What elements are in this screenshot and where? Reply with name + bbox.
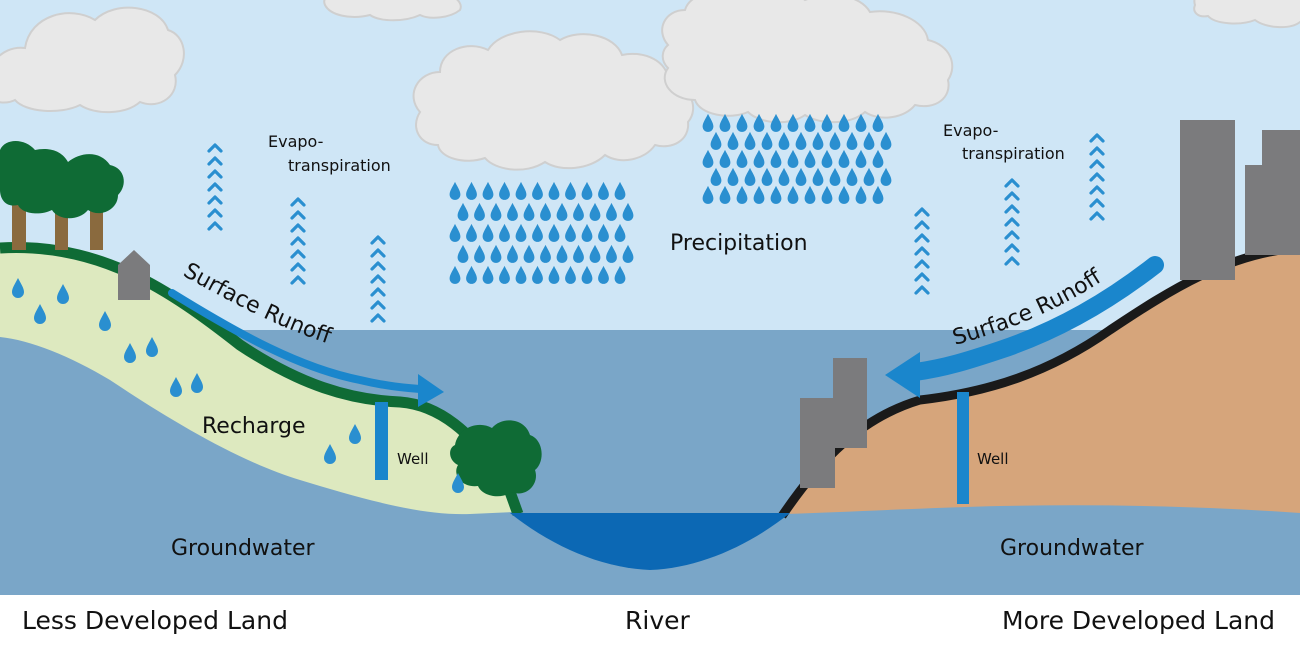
groundwater-label-left: Groundwater (171, 536, 316, 561)
arrow-right-icon (168, 289, 444, 407)
cloud-icon (1193, 0, 1300, 28)
tree-icon (0, 141, 124, 250)
more-developed-land-label: More Developed Land (1002, 606, 1275, 635)
building-icon (1180, 120, 1300, 280)
well-right (957, 392, 969, 504)
well-label-left: Well (397, 450, 429, 468)
tree-icon (450, 420, 542, 497)
well-label-right: Well (977, 450, 1009, 468)
building-icon (800, 358, 867, 488)
well-left (375, 402, 388, 480)
grass-band (0, 241, 524, 516)
house-icon (118, 250, 150, 300)
cloud-icon (661, 0, 954, 124)
cloud-icon (0, 6, 185, 114)
recharge-label: Recharge (202, 414, 306, 439)
groundwater-label-right: Groundwater (1000, 536, 1145, 561)
footer-strip (0, 595, 1300, 661)
evapotranspiration-label-left: Evapo- transpiration (268, 132, 391, 175)
cloud-icon (412, 30, 695, 171)
less-developed-land-label: Less Developed Land (22, 606, 288, 635)
arrow-left-icon (885, 256, 1164, 398)
river-label: River (625, 606, 690, 635)
developed-soil (785, 248, 1300, 514)
river (510, 513, 790, 570)
precipitation-label: Precipitation (670, 231, 808, 256)
cloud-icon (323, 0, 462, 22)
evapotranspiration-label-right: Evapo- transpiration (943, 121, 1065, 163)
